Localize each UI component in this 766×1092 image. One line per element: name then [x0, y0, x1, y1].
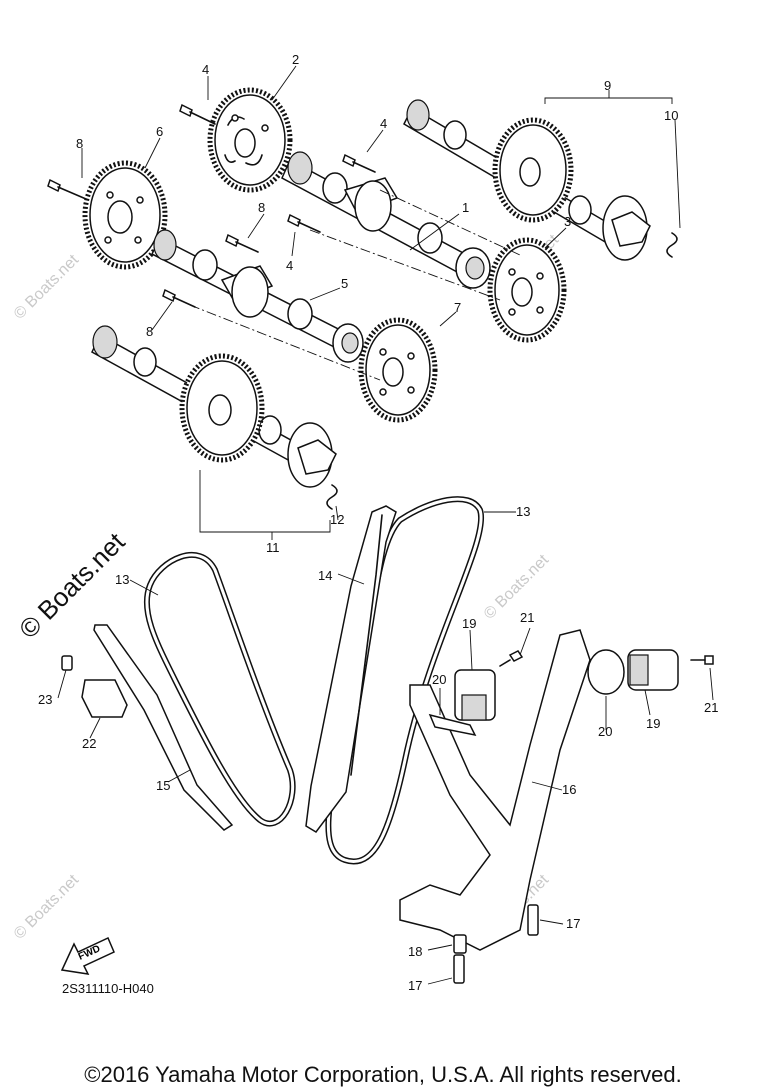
bolt-4-top: [179, 103, 216, 125]
callout-label: 11: [266, 540, 280, 555]
tensioner-guide-16: [399, 629, 591, 951]
leader-lines: [57, 65, 714, 985]
callout-label: 18: [408, 944, 422, 959]
callout-label: 21: [704, 700, 718, 715]
watermark-small: © Boats.net: [481, 551, 553, 623]
callout-labels: 1 2 3 4 4 4 5 6 7 8 8 8 9 10 11 12 13 13…: [38, 52, 718, 993]
bolts: [47, 103, 376, 308]
camshaft-1: [281, 151, 491, 289]
callout-label: 10: [664, 108, 678, 123]
watermark-small: © Boats.net: [11, 871, 83, 943]
callout-label: 19: [646, 716, 660, 731]
chain-guide-15: [93, 624, 234, 831]
bolt-8-low: [162, 288, 196, 308]
cam-sprocket-3: [487, 237, 567, 343]
cam-sprocket-7: [358, 317, 438, 423]
callout-label: 6: [156, 124, 163, 139]
callout-label: 2: [292, 52, 299, 67]
callout-label: 13: [516, 504, 530, 519]
callout-label: 1: [462, 200, 469, 215]
camshaft-5: [150, 229, 364, 363]
bolt-23: [61, 655, 73, 671]
callout-label: 12: [330, 512, 344, 527]
group-brackets: [199, 90, 673, 540]
fwd-arrow-icon: FWD: [60, 936, 115, 975]
callout-label: 8: [258, 200, 265, 215]
callout-label: 20: [432, 672, 446, 687]
callout-label: 7: [454, 300, 461, 315]
callout-label: 21: [520, 610, 534, 625]
bolt-4-mid: [342, 153, 376, 173]
bolt-4-low: [287, 213, 321, 233]
callout-label: 17: [566, 916, 580, 931]
camshaft-assy-11: [91, 325, 338, 510]
tensioner-19-left: [454, 669, 496, 721]
bolt-8-mid: [225, 233, 259, 253]
callout-label: 8: [146, 324, 153, 339]
gasket-20-right: [587, 649, 625, 695]
timing-chain-13-left: [143, 551, 296, 827]
gasket-20-left: [428, 713, 477, 737]
callout-label: 8: [76, 136, 83, 151]
collar-18: [453, 934, 467, 954]
alignment-lines: [189, 189, 521, 381]
callout-label: 17: [408, 978, 422, 993]
bolt-17-bottom: [453, 954, 465, 984]
diagram-code: 2S311110-H040: [62, 981, 154, 996]
callout-label: 5: [341, 276, 348, 291]
chain-guide-14: [305, 505, 397, 833]
watermark-small: © Boats.net: [11, 251, 83, 323]
watermark-large: © Boats.net: [13, 526, 131, 644]
callout-label: 4: [380, 116, 387, 131]
callout-label: 15: [156, 778, 170, 793]
callout-label: 20: [598, 724, 612, 739]
cam-sprocket-6: [82, 160, 168, 270]
bolt-17-right: [527, 904, 539, 936]
callout-label: 4: [202, 62, 209, 77]
callout-label: 16: [562, 782, 576, 797]
tensioner-19-right: [627, 649, 679, 691]
callout-label: 23: [38, 692, 52, 707]
callout-label: 14: [318, 568, 332, 583]
stopper-22: [81, 679, 128, 718]
callout-label: 22: [82, 736, 96, 751]
callout-label: 4: [286, 258, 293, 273]
bolt-8-left: [47, 178, 87, 200]
callout-label: 19: [462, 616, 476, 631]
bolt-21-left: [499, 650, 524, 667]
callout-label: 13: [115, 572, 129, 587]
camshaft-assy-9: [403, 99, 678, 261]
bolt-21-right: [690, 655, 714, 665]
copyright-notice: ©2016 Yamaha Motor Corporation, U.S.A. A…: [84, 1062, 682, 1087]
cam-sprocket-2: [207, 87, 293, 193]
callout-label: 3: [564, 214, 571, 229]
callout-label: 9: [604, 78, 611, 93]
